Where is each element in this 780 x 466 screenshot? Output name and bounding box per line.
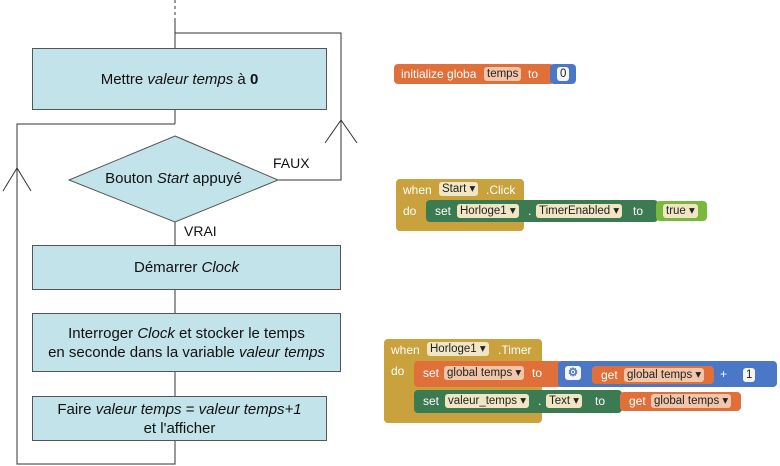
target-name: Horloge1 (460, 205, 507, 217)
dot-label: . (538, 394, 542, 408)
decision-post: appuyé (188, 170, 242, 187)
number-field[interactable]: 0 (557, 67, 570, 81)
step-init-mid: à (233, 70, 250, 88)
number-block[interactable]: 1 (735, 366, 769, 384)
variable-name: global temps (654, 395, 720, 407)
loop-back-line (16, 123, 176, 465)
set-timer-enabled-block[interactable]: set Horloge1 ▾ . TimerEnabled ▾ to (426, 200, 658, 222)
property-dropdown[interactable]: Text ▾ (546, 394, 583, 408)
dot-label: . (528, 204, 532, 218)
decision-var: Start (156, 170, 189, 187)
target-dropdown[interactable]: Horloge1 ▾ (457, 204, 519, 218)
decision-diamond (67, 135, 280, 223)
get-global-temps-block-2[interactable]: get global temps ▾ (620, 392, 741, 411)
step-inc-var1: valeur temps (95, 400, 182, 418)
when-label: when (403, 183, 432, 197)
decision-label: Bouton Start appuyé (69, 170, 278, 187)
set-label: set (423, 394, 440, 408)
variable-name: global temps (447, 367, 513, 379)
step-init-box: Mettre valeur temps à 0 (32, 48, 327, 110)
step-read-text: Interroger (68, 324, 138, 342)
set-global-temps-block[interactable]: set global temps ▾ to (414, 361, 564, 387)
get-label: get (629, 394, 646, 408)
to-label: to (633, 204, 644, 218)
set-text-block[interactable]: set valeur_temps ▾ . Text ▾ to (414, 390, 622, 413)
step-init-var: valeur temps (147, 70, 234, 88)
variable-name-field[interactable]: temps (484, 67, 522, 81)
arrow-up-loop-icon (2, 167, 32, 192)
step-inc-text: Faire (57, 400, 96, 418)
target-name: valeur_temps (448, 395, 518, 407)
property-name: TimerEnabled (539, 205, 611, 217)
step-read-var: Clock (137, 324, 175, 342)
property-name: Text (549, 395, 571, 407)
step-inc-line2: et l'afficher (143, 419, 216, 437)
target-dropdown[interactable]: valeur_temps ▾ (445, 394, 530, 408)
variable-dropdown[interactable]: global temps ▾ (444, 366, 525, 380)
number-field[interactable]: 1 (743, 368, 756, 382)
true-block[interactable]: true ▾ (656, 201, 707, 221)
to-label: to (532, 366, 543, 380)
initialize-global-block[interactable]: initialize globa temps to (394, 64, 554, 84)
label-vrai: VRAI (184, 223, 217, 239)
initialize-label: initialize globa (401, 67, 477, 81)
to-label: to (528, 67, 539, 81)
component-dropdown[interactable]: Horloge1 ▾ (427, 342, 489, 356)
to-label: to (595, 394, 606, 408)
step-init-text: Mettre (100, 70, 148, 88)
arrow-up-faux-icon (324, 119, 358, 144)
loop-faux-line (175, 32, 342, 181)
event-label: .Click (486, 183, 516, 197)
do-label: do (403, 204, 417, 218)
variable-name: global temps (627, 369, 693, 381)
step-read-var2: valeur temps (239, 343, 325, 361)
set-label: set (435, 204, 452, 218)
number-block[interactable]: 0 (550, 64, 576, 84)
step-inc-var2: valeur temps+1 (198, 400, 302, 418)
boolean-dropdown[interactable]: true ▾ (663, 204, 698, 218)
decision-text: Bouton (105, 170, 157, 187)
step-read-line2: en seconde dans la variable (48, 343, 240, 361)
get-label: get (601, 368, 618, 382)
get-global-temps-block[interactable]: get global temps ▾ (592, 366, 714, 384)
when-label: when (391, 343, 420, 357)
gear-icon[interactable]: ⚙ (565, 366, 581, 380)
set-label: set (423, 366, 440, 380)
boolean-value: true (666, 205, 686, 217)
step-start-text: Démarrer (133, 259, 202, 276)
variable-dropdown[interactable]: global temps ▾ (651, 394, 732, 408)
do-label: do (391, 364, 405, 378)
component-name: Start (442, 183, 467, 195)
variable-dropdown[interactable]: global temps ▾ (624, 368, 705, 382)
plus-label: + (720, 367, 728, 381)
component-name: Horloge1 (430, 343, 477, 355)
step-inc-eq: = (181, 400, 199, 418)
step-init-value: 0 (249, 70, 259, 88)
property-dropdown[interactable]: TimerEnabled ▾ (536, 204, 623, 218)
event-label: .Timer (498, 343, 532, 357)
label-faux: FAUX (273, 155, 310, 171)
step-start-var: Clock (201, 259, 240, 276)
step-start-clock-box: Démarrer Clock (32, 245, 341, 290)
component-dropdown[interactable]: Start ▾ (439, 182, 479, 196)
step-read-post: et stocker le temps (174, 324, 305, 342)
